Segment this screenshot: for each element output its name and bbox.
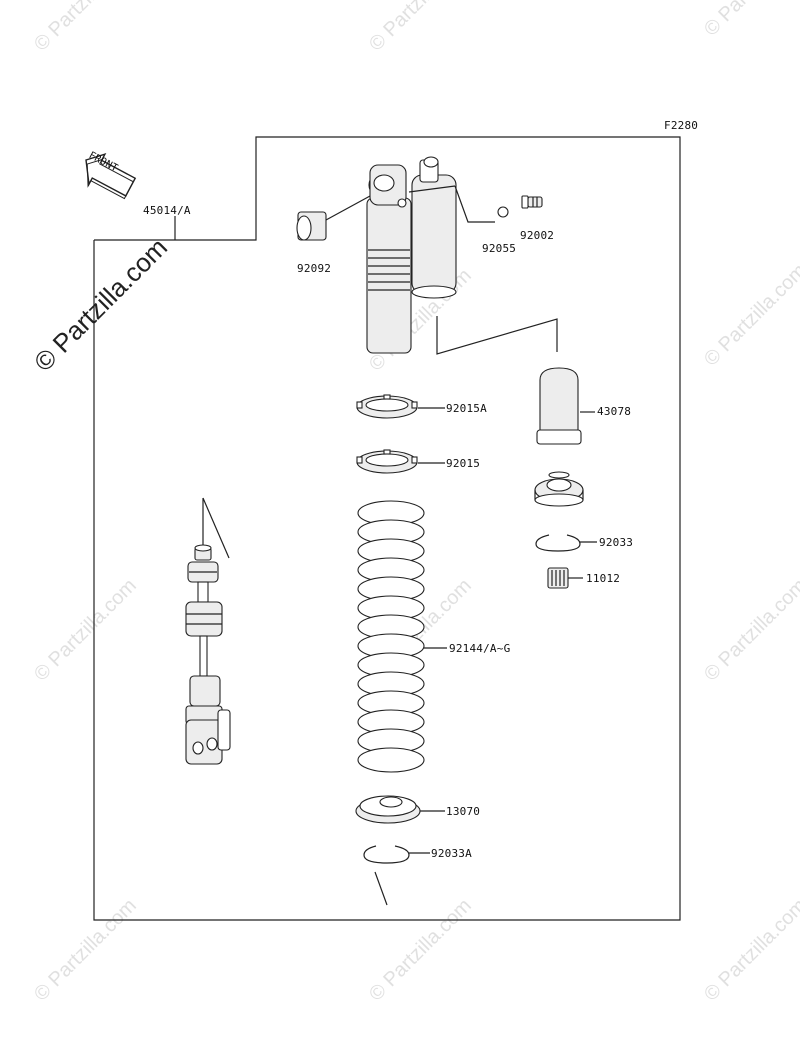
circlip-a-drawing — [363, 845, 430, 906]
part-label-45014[interactable]: 45014/A — [143, 204, 191, 217]
part-label-92033A[interactable]: 92033A — [431, 847, 472, 860]
lock-nut-drawing — [356, 449, 445, 474]
damper-rod-drawing — [185, 497, 231, 765]
bushing-drawing — [296, 195, 371, 241]
frame-outline — [93, 136, 681, 921]
part-label-92092[interactable]: 92092 — [297, 262, 332, 275]
part-label-43078[interactable]: 43078 — [597, 405, 632, 418]
lock-nut-a-drawing — [356, 394, 445, 419]
part-label-92015[interactable]: 92015 — [446, 457, 481, 470]
part-label-13070[interactable]: 13070 — [446, 805, 481, 818]
part-label-92015A[interactable]: 92015A — [446, 402, 487, 415]
bearing-drawing — [547, 567, 583, 589]
small-parts-drawing — [408, 185, 543, 223]
part-label-92033[interactable]: 92033 — [599, 536, 634, 549]
spring-seat-drawing — [355, 795, 445, 824]
group-bracket — [436, 316, 558, 355]
part-label-92055[interactable]: 92055 — [482, 242, 517, 255]
spring-drawing — [357, 500, 447, 773]
part-label-11012[interactable]: 11012 — [586, 572, 621, 585]
front-arrow-icon — [85, 153, 137, 200]
bump-stop-drawing — [536, 367, 595, 445]
cup-drawing — [534, 471, 584, 507]
figure-code: F2280 — [664, 119, 699, 132]
part-label-92144[interactable]: 92144/A~G — [449, 642, 511, 655]
part-label-92002[interactable]: 92002 — [520, 229, 555, 242]
shock-body-drawing — [366, 156, 457, 354]
circlip-drawing — [535, 534, 597, 552]
